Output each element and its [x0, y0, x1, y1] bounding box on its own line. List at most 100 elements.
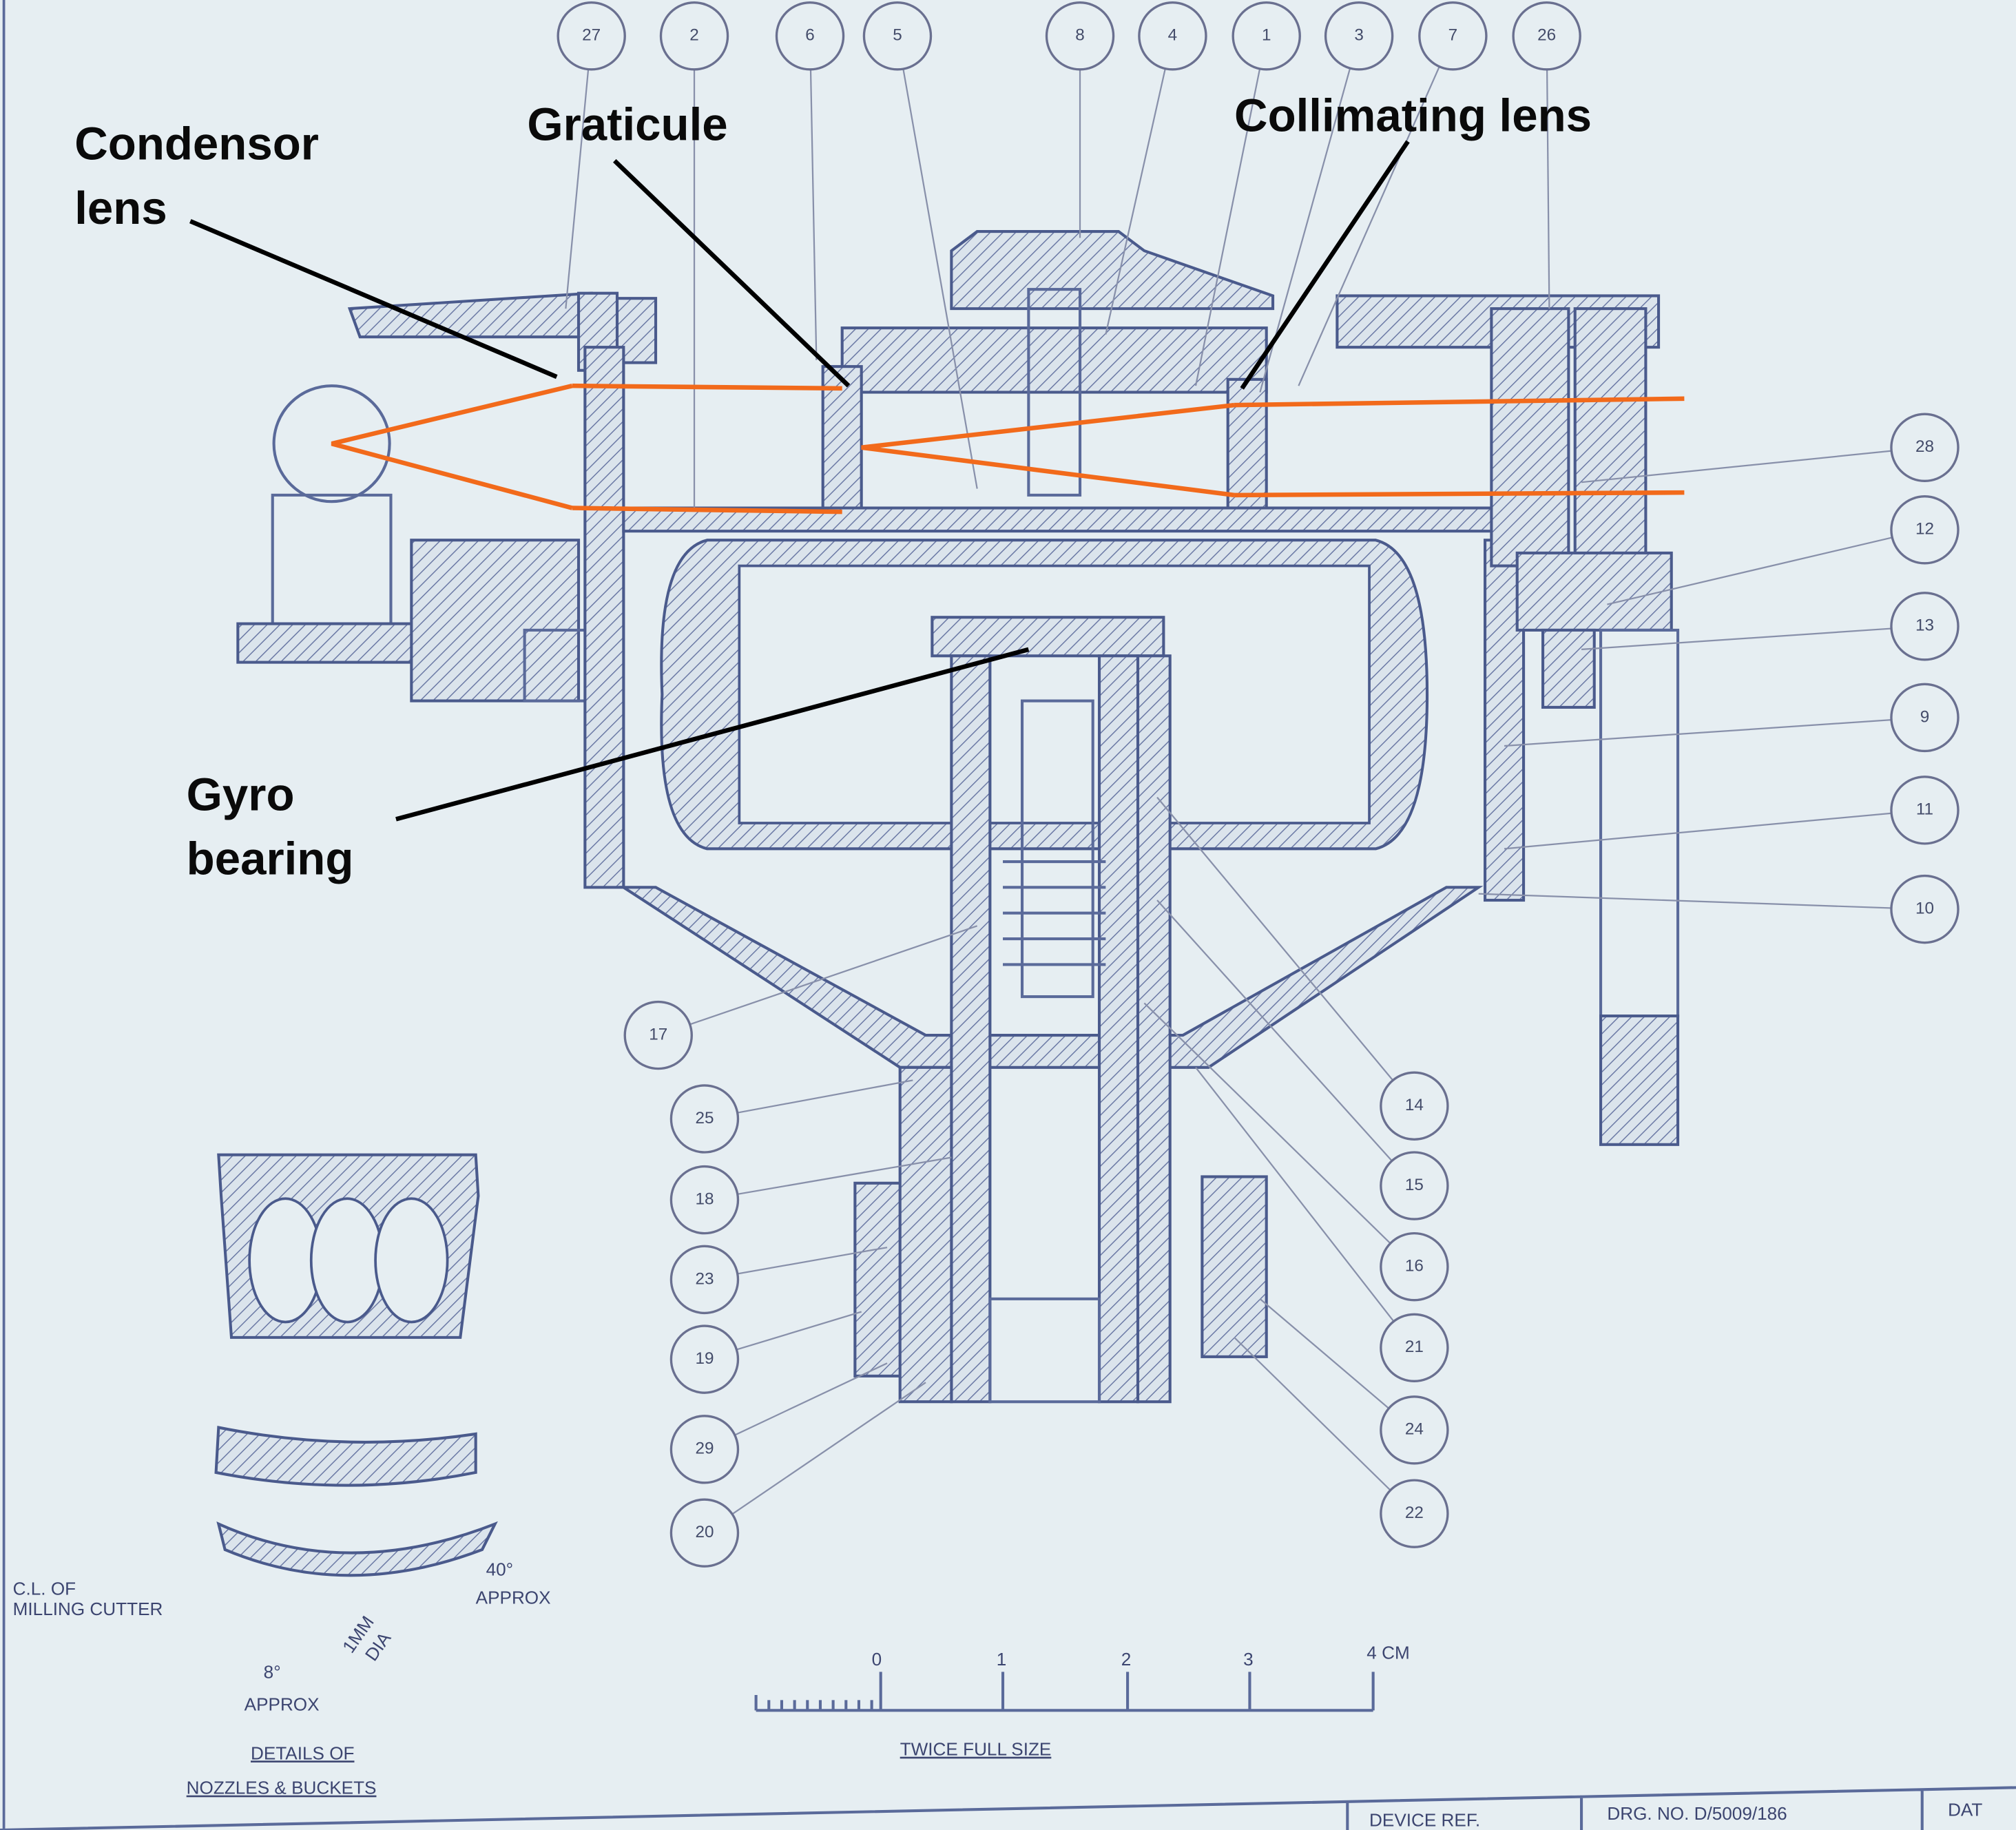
balloon-number: 22 — [1405, 1504, 1424, 1522]
balloon-number: 8 — [1075, 26, 1084, 45]
scale-tick-2: 2 — [1121, 1649, 1132, 1670]
label-graticule: Graticule — [527, 99, 727, 151]
balloon-leader-28 — [1581, 446, 1925, 484]
balloon-number: 26 — [1537, 26, 1556, 45]
graticule-pointer — [613, 159, 851, 388]
part-balloon-18: 18 — [669, 1165, 740, 1235]
collimating-pointer — [1240, 140, 1410, 390]
part-balloon-6: 6 — [775, 1, 845, 71]
balloon-leader-6 — [809, 36, 818, 360]
part-balloon-27: 27 — [557, 1, 626, 71]
part-balloon-7: 7 — [1418, 1, 1488, 71]
balloon-leader-21 — [1195, 1067, 1415, 1349]
part-balloon-10: 10 — [1890, 874, 1960, 944]
scale-bar: 0 1 2 3 4 CM TWICE FULL SIZE — [754, 1643, 1410, 1760]
gyro-pointer — [395, 647, 1030, 822]
balloon-leader-26 — [1546, 36, 1550, 309]
balloon-number: 1 — [1262, 26, 1271, 45]
note-1mm-dia: 1MMDIA — [338, 1612, 397, 1670]
gyro-assembly-drawing — [214, 230, 1680, 1577]
balloon-number: 4 — [1168, 26, 1177, 45]
balloon-number: 21 — [1405, 1338, 1424, 1356]
scale-tick-1: 1 — [997, 1649, 1007, 1670]
balloon-leader-1 — [1194, 36, 1267, 386]
part-balloon-4: 4 — [1138, 1, 1207, 71]
scale-tick-4: 4 CM — [1366, 1643, 1409, 1663]
balloon-number: 12 — [1915, 520, 1934, 539]
scale-tick-3: 3 — [1243, 1649, 1254, 1670]
balloon-number: 9 — [1920, 707, 1929, 726]
balloon-leader-14 — [1156, 796, 1415, 1107]
balloon-number: 24 — [1405, 1420, 1424, 1439]
balloon-number: 10 — [1915, 900, 1934, 918]
balloon-number: 19 — [695, 1349, 714, 1368]
balloon-leaders — [565, 35, 1925, 1534]
balloon-number: 7 — [1448, 26, 1457, 45]
part-balloon-12: 12 — [1890, 495, 1960, 565]
part-balloon-11: 11 — [1890, 776, 1960, 845]
optical-ray-paths — [331, 383, 1685, 514]
drawing-number: DRG. NO. D/5009/186 — [1607, 1803, 1787, 1824]
balloon-number: 6 — [805, 26, 814, 45]
label-gyro-bearing: Gyro bearing — [187, 769, 354, 884]
balloon-leader-7 — [1298, 35, 1454, 386]
balloon-leader-11 — [1504, 809, 1925, 850]
label-collimating-lens: Collimating lens — [1234, 90, 1592, 141]
balloon-leader-15 — [1156, 900, 1415, 1187]
part-balloon-16: 16 — [1380, 1231, 1449, 1302]
part-balloon-17: 17 — [623, 1000, 693, 1070]
balloon-leader-13 — [1581, 625, 1925, 651]
part-balloon-21: 21 — [1380, 1313, 1449, 1383]
part-balloon-20: 20 — [669, 1498, 740, 1568]
scale-caption: TWICE FULL SIZE — [900, 1739, 1052, 1760]
balloon-leader-27 — [565, 36, 592, 309]
balloon-number: 29 — [695, 1439, 714, 1458]
title-block: DEVICE REF. DRG. NO. D/5009/186 DAT — [0, 1786, 2016, 1830]
part-balloon-26: 26 — [1512, 1, 1581, 71]
balloon-leader-17 — [658, 925, 978, 1037]
balloon-number: 13 — [1915, 616, 1934, 635]
date-label: DAT — [1948, 1799, 1982, 1820]
part-balloon-25: 25 — [669, 1084, 740, 1154]
balloon-number: 17 — [649, 1025, 667, 1043]
balloon-number: 14 — [1405, 1096, 1424, 1114]
balloon-number: 28 — [1915, 437, 1934, 456]
note-8-degree: 8°APPROX — [245, 1662, 320, 1715]
balloon-number: 25 — [695, 1109, 714, 1127]
balloon-number: 15 — [1405, 1176, 1424, 1194]
note-40-degree: 40°APPROX — [476, 1559, 551, 1608]
balloon-leader-16 — [1143, 1002, 1415, 1267]
balloon-leader-10 — [1478, 893, 1925, 911]
part-balloon-1: 1 — [1232, 1, 1301, 71]
part-balloon-2: 2 — [659, 1, 729, 71]
scale-tick-0: 0 — [872, 1649, 882, 1670]
part-balloon-9: 9 — [1890, 683, 1960, 753]
balloon-number: 23 — [695, 1269, 714, 1288]
balloon-leader-18 — [704, 1156, 952, 1201]
part-balloon-5: 5 — [862, 1, 933, 71]
device-ref-label: DEVICE REF. — [1369, 1809, 1480, 1830]
part-balloon-15: 15 — [1380, 1151, 1449, 1220]
balloon-leader-22 — [1234, 1337, 1415, 1515]
balloon-leader-4 — [1105, 36, 1174, 335]
part-balloon-19: 19 — [669, 1324, 740, 1394]
part-balloon-29: 29 — [669, 1415, 740, 1484]
balloon-number: 2 — [689, 26, 698, 45]
balloon-number: 27 — [582, 26, 601, 45]
balloon-number: 3 — [1354, 26, 1363, 45]
balloon-number: 11 — [1916, 800, 1933, 819]
label-condensor-lens: Condensor lens — [74, 118, 331, 234]
balloon-leader-3 — [1259, 35, 1360, 393]
balloon-number: 16 — [1405, 1257, 1424, 1276]
part-balloon-14: 14 — [1380, 1071, 1449, 1141]
condensor-pointer — [189, 219, 558, 379]
balloon-leader-9 — [1504, 716, 1925, 747]
balloon-number: 5 — [893, 26, 902, 45]
part-balloon-13: 13 — [1890, 592, 1960, 661]
balloon-number: 20 — [695, 1523, 714, 1541]
